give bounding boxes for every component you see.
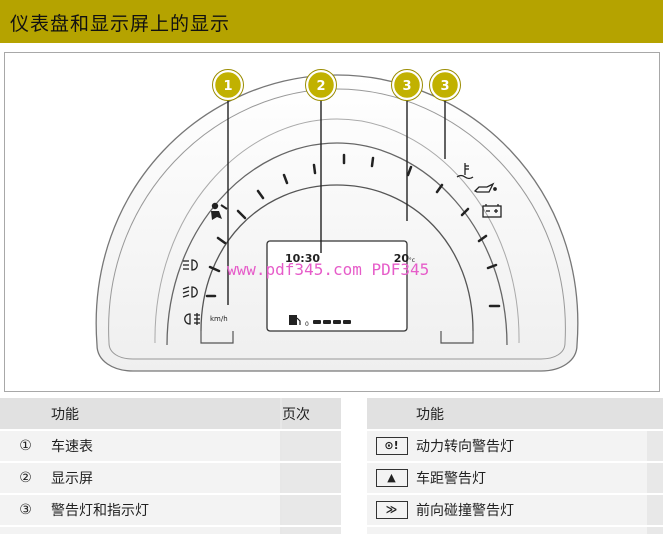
callout-3b-label: 3 — [440, 79, 449, 94]
table-row: ⊙! 动力转向警告灯 — [367, 430, 663, 463]
table-row-partial — [0, 526, 341, 534]
table-row: ≫ 前向碰撞警告灯 — [367, 494, 663, 527]
row-page — [282, 494, 341, 527]
distance-warning-icon: ▲ — [375, 469, 408, 487]
callout-3b: 3 — [429, 69, 461, 101]
airbag-off-icon — [211, 202, 228, 220]
low-beam-icon — [182, 286, 198, 298]
section-header-bar: 仪表盘和显示屏上的显示 — [0, 0, 663, 43]
table-row: ▲ 车距警告灯 — [367, 462, 663, 495]
fuel-gauge-index: 0 — [305, 321, 309, 328]
row-number: ③ — [0, 494, 51, 527]
header-symbol-cell — [0, 398, 51, 431]
row-page — [282, 430, 341, 463]
row-page — [282, 462, 341, 495]
row-number: ① — [0, 430, 51, 463]
section-title: 仪表盘和显示屏上的显示 — [10, 13, 231, 35]
row-function: 车距警告灯 — [416, 462, 647, 495]
callout-3a: 3 — [391, 69, 423, 101]
oil-pressure-icon — [473, 182, 497, 193]
table-row-partial — [367, 526, 663, 534]
forward-collision-warning-icon: ≫ — [375, 501, 408, 519]
row-function: 动力转向警告灯 — [416, 430, 647, 463]
display-temperature: 20 — [394, 252, 410, 265]
row-function: 车速表 — [51, 430, 280, 463]
power-steering-warning-icon: ⊙! — [375, 437, 408, 455]
callout-leaders — [227, 97, 446, 305]
table-row: ③ 警告灯和指示灯 — [0, 494, 341, 527]
callout-1: 1 — [212, 69, 244, 101]
speed-unit-label: km/h — [210, 315, 228, 323]
instrument-cluster-figure: km/h 10:30 20 °c 0 — [4, 52, 660, 392]
watermark-text: www.pdf345.com PDF345 — [227, 260, 429, 279]
battery-charge-icon — [482, 204, 502, 218]
cluster-housing — [95, 74, 579, 372]
table-row: ② 显示屏 — [0, 462, 341, 495]
table-header-row: 功能 页次 — [0, 398, 341, 431]
display-time: 10:30 — [285, 252, 320, 265]
table-header-row: 功能 — [367, 398, 663, 431]
row-number: ② — [0, 462, 51, 495]
callout-1-label: 1 — [223, 79, 232, 94]
row-function: 显示屏 — [51, 462, 280, 495]
high-beam-icon — [183, 259, 198, 271]
rear-fog-light-icon — [184, 313, 200, 325]
speed-gauge-ticks — [205, 153, 501, 308]
row-function: 警告灯和指示灯 — [51, 494, 280, 527]
fuel-pump-icon — [289, 315, 301, 325]
header-page: 页次 — [282, 398, 341, 431]
fuel-level-bar — [313, 320, 351, 324]
callout-2: 2 — [305, 69, 337, 101]
row-function: 前向碰撞警告灯 — [416, 494, 647, 527]
callout-2-label: 2 — [316, 79, 325, 94]
header-icon-cell — [367, 398, 416, 431]
header-function: 功能 — [416, 398, 647, 431]
display-temperature-unit: °c — [409, 257, 415, 264]
instrument-cluster-drawing: km/h 10:30 20 °c 0 — [95, 69, 579, 372]
table-row: ① 车速表 — [0, 430, 341, 463]
right-function-table: 功能 ⊙! 动力转向警告灯 ▲ 车距警告灯 ≫ 前向碰撞警告灯 — [367, 398, 663, 534]
header-function: 功能 — [51, 398, 280, 431]
central-display: 10:30 20 °c 0 — [266, 240, 415, 332]
left-function-table: 功能 页次 ① 车速表 ② 显示屏 ③ 警告灯和指示灯 — [0, 398, 341, 534]
coolant-temperature-icon — [456, 163, 474, 180]
callout-3a-label: 3 — [402, 79, 411, 94]
